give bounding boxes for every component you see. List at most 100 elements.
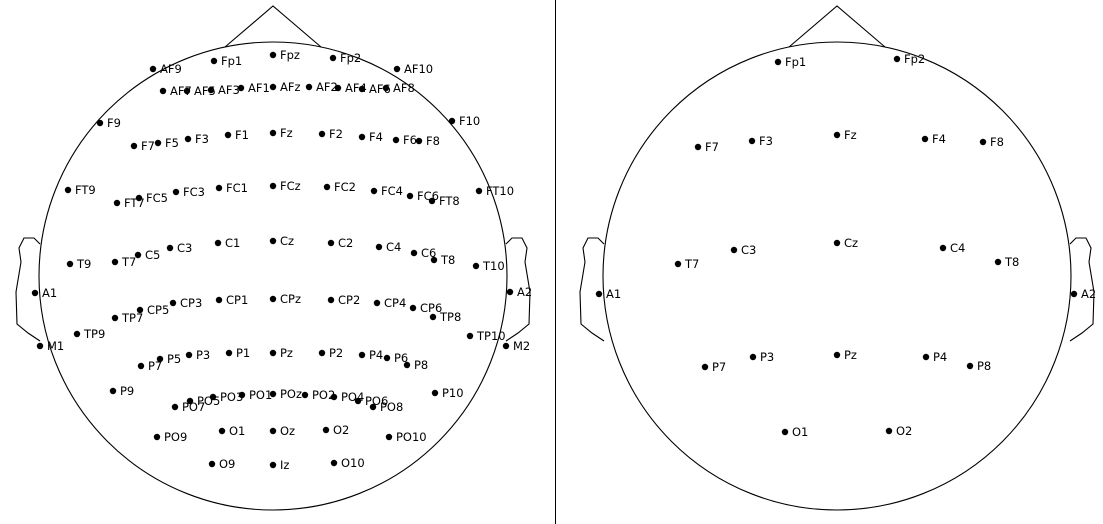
electrode-m1: M1 (36, 339, 64, 353)
electrode-dot (183, 87, 191, 95)
electrode-dot (358, 351, 366, 359)
electrode-cp6: CP6 (409, 301, 442, 315)
electrode-dot (269, 182, 277, 190)
electrode-dot (781, 428, 789, 436)
electrode-dot (701, 363, 709, 371)
electrode-dot (472, 262, 480, 270)
electrode-label: P2 (329, 346, 343, 360)
electrode-dot (149, 65, 157, 73)
electrode-tp10: TP10 (466, 329, 506, 343)
right-ear-full (505, 237, 531, 342)
electrode-dot (748, 137, 756, 145)
electrode-dot (207, 86, 215, 94)
electrode-pz: Pz (833, 348, 857, 362)
electrode-tp9: TP9 (73, 327, 105, 341)
electrode-dot (269, 129, 277, 137)
electrode-dot (370, 187, 378, 195)
electrode-dot (214, 239, 222, 247)
electrode-dot (373, 299, 381, 307)
electrode-c1: C1 (214, 236, 240, 250)
electrode-dot (375, 243, 383, 251)
electrode-label: P1 (236, 346, 250, 360)
electrode-dot (153, 433, 161, 441)
electrode-label: CP3 (180, 296, 202, 310)
electrode-label: Fp1 (221, 54, 242, 68)
electrode-c3: C3 (166, 241, 192, 255)
electrode-dot (334, 84, 342, 92)
electrode-p10: P10 (431, 386, 464, 400)
electrode-label: FC3 (183, 185, 205, 199)
electrode-dot (209, 393, 217, 401)
electrode-f9: F9 (96, 116, 121, 130)
electrode-af1: AF1 (237, 81, 270, 95)
electrode-dot (269, 427, 277, 435)
electrode-label: CP4 (384, 296, 406, 310)
electrode-label: F1 (235, 128, 249, 142)
electrode-label: POz (280, 387, 302, 401)
electrode-label: P3 (196, 348, 210, 362)
electrode-label: M1 (47, 339, 64, 353)
electrode-label: FC4 (381, 184, 403, 198)
electrode-po7: PO7 (171, 400, 205, 414)
electrode-dot (466, 332, 474, 340)
electrode-dot (415, 137, 423, 145)
electrode-o1: O1 (218, 424, 245, 438)
electrode-label: F7 (705, 140, 719, 154)
electrode-label: A1 (42, 286, 57, 300)
electrode-dot (430, 256, 438, 264)
electrode-label: AF10 (404, 62, 433, 76)
electrode-dot (171, 403, 179, 411)
electrode-dot (429, 313, 437, 321)
electrode-dot (774, 58, 782, 66)
electrode-label: AF1 (248, 81, 270, 95)
electrode-dot (922, 353, 930, 361)
electrode-t8: T8 (994, 255, 1019, 269)
electrode-label: Fp1 (785, 55, 806, 69)
electrode-f4: F4 (358, 130, 383, 144)
electrode-label: TP10 (476, 329, 506, 343)
electrode-pz: Pz (269, 346, 293, 360)
electrode-o9: O9 (208, 457, 235, 471)
electrode-af3: AF3 (207, 83, 240, 97)
electrode-dot (403, 361, 411, 369)
electrode-p4: P4 (358, 348, 383, 362)
electrode-label: CP1 (226, 293, 248, 307)
electrode-dot (994, 258, 1002, 266)
electrode-label: C6 (421, 246, 436, 260)
electrode-label: AF2 (316, 80, 338, 94)
electrode-po6: PO6 (354, 394, 388, 408)
electrode-dot (921, 135, 929, 143)
electrode-f7: F7 (694, 140, 719, 154)
electrode-af7: AF7 (159, 84, 192, 98)
electrode-dot (184, 135, 192, 143)
electrode-dot (428, 197, 436, 205)
electrode-label: FC5 (146, 191, 168, 205)
electrode-label: C5 (145, 248, 160, 262)
electrode-af9: AF9 (149, 62, 182, 76)
electrode-dot (66, 260, 74, 268)
electrode-dot (64, 186, 72, 194)
electrode-p1: P1 (225, 346, 250, 360)
electrode-label: F6 (403, 133, 417, 147)
electrode-dot (159, 87, 167, 95)
electrode-cp1: CP1 (215, 293, 248, 307)
electrode-label: P10 (442, 386, 464, 400)
electrode-po8: PO8 (369, 400, 403, 414)
electrode-tp8: TP8 (429, 310, 461, 324)
electrode-label: FT8 (439, 194, 460, 208)
electrode-dot (674, 260, 682, 268)
electrode-label: O9 (219, 457, 235, 471)
electrode-dot (893, 55, 901, 63)
electrode-dot (833, 239, 841, 247)
electrode-p3: P3 (185, 348, 210, 362)
electrode-dot (186, 397, 194, 405)
electrode-dot (322, 426, 330, 434)
electrode-label: F2 (329, 127, 343, 141)
electrode-label: FT9 (75, 183, 96, 197)
electrode-m2: M2 (502, 339, 530, 353)
electrode-dot (354, 397, 362, 405)
right-ear-standard (1069, 237, 1095, 342)
electrode-dot (318, 130, 326, 138)
electrode-dot (111, 258, 119, 266)
left-ear-standard (579, 237, 605, 342)
